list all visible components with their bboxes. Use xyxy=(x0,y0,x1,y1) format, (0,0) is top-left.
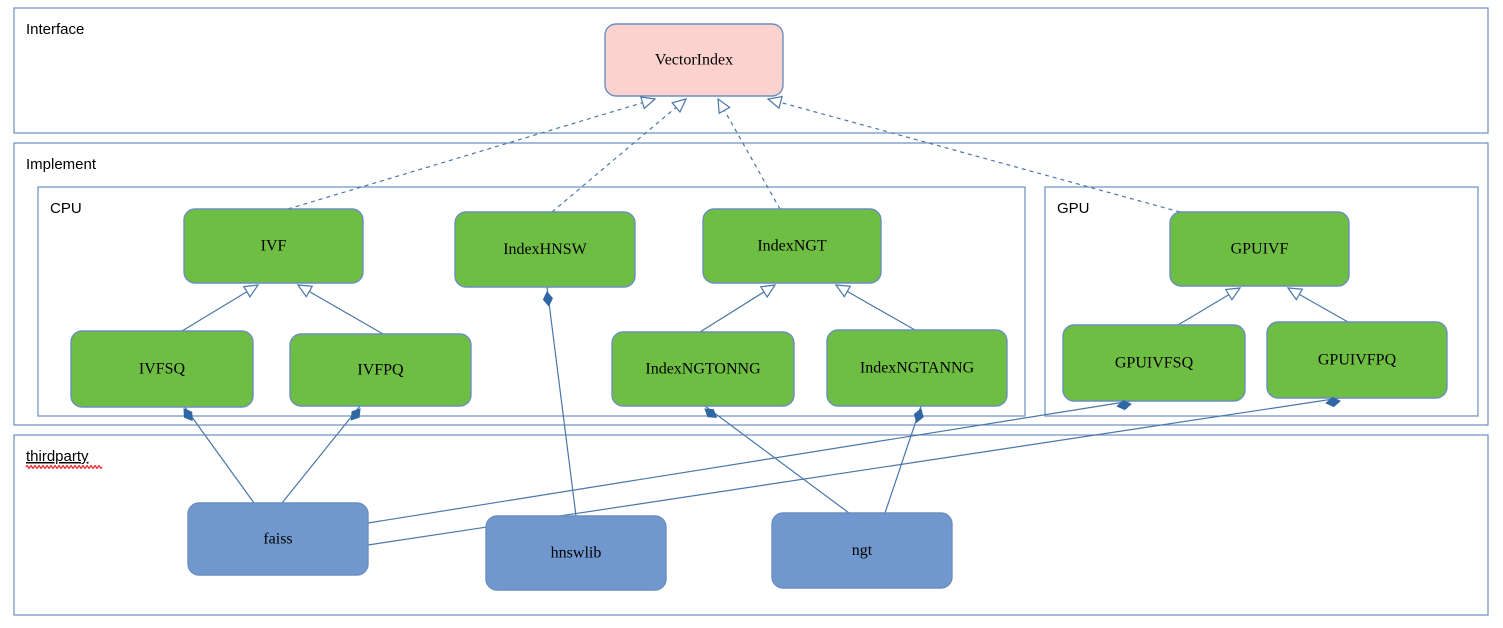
arrowhead-ivfsq-ivf xyxy=(242,284,260,298)
node-gpuivfpq[interactable]: GPUIVFPQ xyxy=(1266,321,1448,399)
node-label-ivf: IVF xyxy=(261,238,287,255)
arrowhead-gpuivfsq-gpuivf xyxy=(1224,287,1242,301)
node-shape-ivfsq[interactable] xyxy=(70,330,254,408)
edge-hnsw-vectorindex xyxy=(551,98,687,213)
diamond-hnsw-hnswlib xyxy=(542,291,553,307)
node-gpuivfsq[interactable]: GPUIVFSQ xyxy=(1062,324,1246,402)
node-vectorindex[interactable]: VectorIndex xyxy=(604,23,784,97)
node-indexngtonng[interactable]: IndexNGTONNG xyxy=(611,331,795,407)
node-shape-ivfpq[interactable] xyxy=(289,333,472,407)
node-shape-ngt[interactable] xyxy=(771,512,953,589)
edge-ivfsq-ivf xyxy=(181,284,259,332)
node-shape-ivf[interactable] xyxy=(183,208,364,284)
node-ngt[interactable]: ngt xyxy=(771,512,953,589)
edge-ivfpq-faiss xyxy=(281,405,361,504)
node-faiss[interactable]: faiss xyxy=(187,502,369,576)
node-ivf[interactable]: IVF xyxy=(183,208,364,284)
node-shape-gpuivfsq[interactable] xyxy=(1062,324,1246,402)
edge-ngtanng-ngt xyxy=(884,405,922,514)
arrowhead-ngtanng-indexngt xyxy=(834,284,852,298)
node-gpuivf[interactable]: GPUIVF xyxy=(1169,211,1350,287)
edge-ngtanng-indexngt xyxy=(835,284,916,331)
node-shape-gpuivf[interactable] xyxy=(1169,211,1350,287)
edge-gpuivfsq-faiss xyxy=(367,400,1132,524)
edge-ngtonng-indexngt xyxy=(699,284,776,333)
group-label-interface: Interface xyxy=(26,21,84,38)
edge-ivfpq-ivf xyxy=(297,284,384,335)
arrowhead-ngtonng-indexngt xyxy=(759,284,777,299)
node-label-gpuivfsq: GPUIVFSQ xyxy=(1115,355,1194,372)
diamond-ivfsq-faiss xyxy=(183,408,193,422)
arrowhead-ivf-vectorindex xyxy=(639,96,657,110)
node-label-indexngtonng: IndexNGTONNG xyxy=(645,361,761,378)
node-shape-hnswlib[interactable] xyxy=(485,515,667,591)
group-label-thirdparty: thirdparty xyxy=(26,448,89,465)
node-shape-indexngt[interactable] xyxy=(702,208,882,284)
node-shape-indexhnsw[interactable] xyxy=(454,211,636,288)
diamond-gpuivfsq-faiss xyxy=(1116,400,1132,411)
group-label-gpu: GPU xyxy=(1057,200,1090,217)
node-ivfsq[interactable]: IVFSQ xyxy=(70,330,254,408)
group-label-implement: Implement xyxy=(26,156,97,173)
node-label-ivfpq: IVFPQ xyxy=(357,362,404,379)
arrowhead-ngt-vectorindex xyxy=(717,97,731,115)
arrowhead-gpuivfpq-gpuivf xyxy=(1286,287,1304,301)
node-hnswlib[interactable]: hnswlib xyxy=(485,515,667,591)
diamond-ivfpq-faiss xyxy=(350,408,361,421)
node-shape-faiss[interactable] xyxy=(187,502,369,576)
node-shape-gpuivfpq[interactable] xyxy=(1266,321,1448,399)
node-label-indexngtanng: IndexNGTANNG xyxy=(860,360,975,377)
spellcheck-squiggle-thirdparty xyxy=(25,465,103,469)
node-shape-vectorindex[interactable] xyxy=(604,23,784,97)
node-label-indexngt: IndexNGT xyxy=(757,238,827,255)
node-label-hnswlib: hnswlib xyxy=(551,545,602,562)
node-label-indexhnsw: IndexHNSW xyxy=(503,241,587,258)
node-shape-indexngtanng[interactable] xyxy=(826,329,1008,407)
edge-ivfsq-faiss xyxy=(183,405,255,504)
diamond-ngtanng-ngt xyxy=(913,408,924,424)
edge-hnsw-hnswlib xyxy=(546,286,577,517)
edge-ngtonng-ngt xyxy=(704,405,850,514)
node-ivfpq[interactable]: IVFPQ xyxy=(289,333,472,407)
node-label-ivfsq: IVFSQ xyxy=(139,361,186,378)
group-label-cpu: CPU xyxy=(50,200,82,217)
node-indexngtanng[interactable]: IndexNGTANNG xyxy=(826,329,1008,407)
node-label-faiss: faiss xyxy=(263,531,292,548)
arrowhead-gpuivf-vectorindex xyxy=(766,95,783,110)
edge-ngt-vectorindex xyxy=(717,98,781,210)
arrowhead-hnsw-vectorindex xyxy=(671,98,688,114)
node-shape-indexngtonng[interactable] xyxy=(611,331,795,407)
node-label-gpuivf: GPUIVF xyxy=(1231,241,1289,258)
node-label-gpuivfpq: GPUIVFPQ xyxy=(1318,352,1397,369)
arrowhead-ivfpq-ivf xyxy=(296,284,314,298)
node-label-vectorindex: VectorIndex xyxy=(655,52,733,69)
node-indexngt[interactable]: IndexNGT xyxy=(702,208,882,284)
arrowheads-layer xyxy=(183,95,1341,424)
diamond-ngtonng-ngt xyxy=(704,408,717,418)
node-indexhnsw[interactable]: IndexHNSW xyxy=(454,211,636,288)
node-label-ngt: ngt xyxy=(852,542,873,559)
diamond-gpuivfpq-faiss xyxy=(1325,397,1341,408)
